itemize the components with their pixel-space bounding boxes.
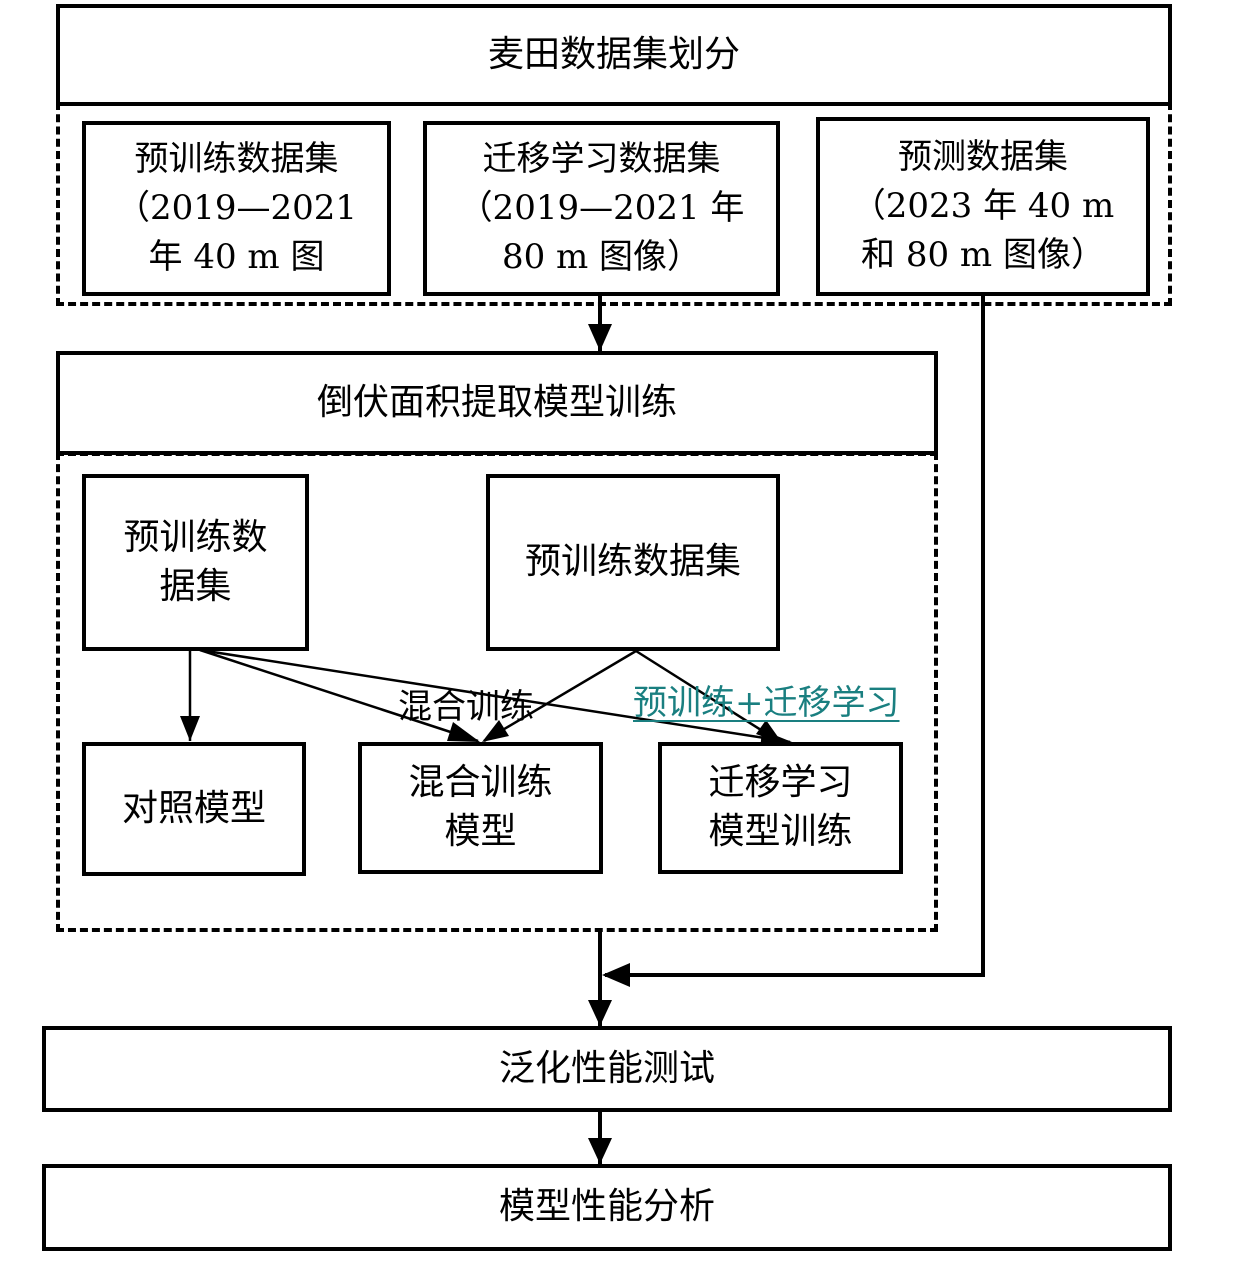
source-second-line: 预训练数据集 [524, 541, 741, 583]
transfer-dataset-box: 迁移学习数据集 （2019—2021 年 80 m 图像） [423, 121, 780, 296]
control-model-line: 对照模型 [121, 787, 266, 829]
arrowhead-pretrain-to-control [180, 716, 200, 741]
arrowhead-source2-to-mixed [482, 720, 509, 742]
arrowhead-test-to-analysis [588, 1138, 612, 1164]
training-title-box: 倒伏面积提取模型训练 [56, 351, 938, 455]
edge-label-mixed: 混合训练 [398, 687, 534, 727]
predict-dataset-line: 预测数据集 [898, 136, 1068, 177]
pretrain-dataset-line: （2019—2021 [115, 187, 358, 228]
generalization-test-box: 泛化性能测试 [42, 1026, 1172, 1112]
transfer-model-box: 迁移学习 模型训练 [658, 742, 903, 874]
pretrain-dataset-box: 预训练数据集 （2019—2021 年 40 m 图 [82, 121, 391, 296]
arrow-source2-to-mixed [483, 649, 637, 743]
arrowhead-source2-to-transfer [756, 720, 783, 744]
arrowhead-pretrain-to-mixed [447, 722, 480, 742]
transfer-dataset-line: （2019—2021 年 [458, 187, 745, 228]
mixed-model-box: 混合训练 模型 [358, 742, 603, 874]
predict-dataset-box: 预测数据集 （2023 年 40 m 和 80 m 图像） [816, 117, 1150, 296]
performance-analysis-title: 模型性能分析 [498, 1186, 715, 1228]
predict-dataset-line: 和 80 m 图像） [861, 235, 1105, 276]
line-predict-to-test [605, 296, 985, 977]
mixed-model-line: 模型 [444, 811, 517, 852]
transfer-model-line: 模型训练 [708, 811, 853, 852]
dataset-split-box: 麦田数据集划分 [56, 4, 1172, 106]
control-model-box: 对照模型 [82, 742, 306, 876]
source-second-box: 预训练数据集 [486, 474, 780, 651]
performance-analysis-box: 模型性能分析 [42, 1164, 1172, 1251]
arrow-pretrain-to-mixed [199, 648, 479, 743]
generalization-test-title: 泛化性能测试 [498, 1047, 715, 1089]
arrowhead-transfer-to-training [588, 324, 612, 351]
transfer-dataset-line: 迁移学习数据集 [482, 138, 721, 179]
mixed-model-line: 混合训练 [408, 762, 553, 804]
pretrain-dataset-line: 年 40 m 图 [148, 237, 325, 278]
source-pretrain-box: 预训练数 据集 [82, 474, 309, 651]
transfer-model-line: 迁移学习 [708, 762, 853, 804]
training-title: 倒伏面积提取模型训练 [316, 381, 677, 423]
predict-dataset-line: （2023 年 40 m [851, 185, 1115, 226]
edge-label-transfer: 预训练+迁移学习 [633, 683, 900, 723]
arrow-source2-to-transfer [635, 649, 781, 744]
pretrain-dataset-line: 预训练数据集 [134, 138, 339, 179]
dataset-split-title: 麦田数据集划分 [487, 33, 740, 75]
source-pretrain-line: 据集 [159, 565, 232, 607]
source-pretrain-line: 预训练数 [123, 516, 268, 558]
arrowhead-training-to-test [588, 1000, 612, 1026]
arrowhead-predict-join [602, 963, 630, 987]
transfer-dataset-line: 80 m 图像） [501, 237, 702, 278]
arrow-pretrain-to-transfer [199, 648, 791, 744]
